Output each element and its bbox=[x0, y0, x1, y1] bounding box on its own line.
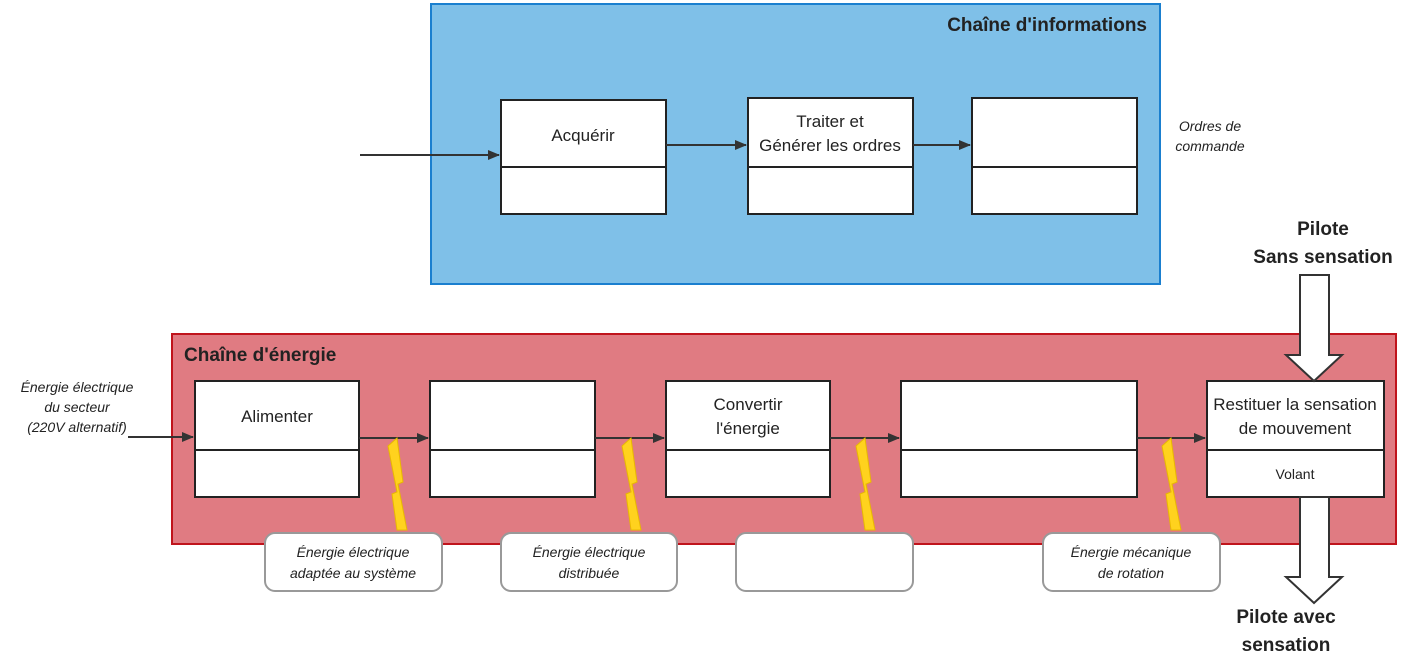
energy-bolt-icon-1 bbox=[387, 437, 408, 531]
energy-label-2-line2: distribuée bbox=[559, 565, 620, 581]
energy-label-1-line2: adaptée au système bbox=[290, 565, 416, 581]
energy-label-2-line1: Énergie électrique bbox=[533, 544, 646, 560]
energy-label-3 bbox=[735, 532, 914, 592]
energy-label-1-line1: Énergie électrique bbox=[297, 544, 410, 560]
energy-label-2: Énergie électrique distribuée bbox=[500, 532, 678, 592]
info-block-acquerir: Acquérir bbox=[500, 99, 667, 215]
info-block-traiter-line2: Générer les ordres bbox=[759, 136, 901, 155]
energy-block-2 bbox=[429, 380, 596, 498]
energy-label-4: Énergie mécanique de rotation bbox=[1042, 532, 1221, 592]
pilot-top-line2: Sans sensation bbox=[1253, 247, 1392, 268]
energy-block-restituer-sub: Volant bbox=[1276, 466, 1315, 482]
energy-block-restituer-line1: Restituer la sensation bbox=[1213, 395, 1376, 414]
info-block-acquerir-label: Acquérir bbox=[551, 126, 615, 145]
orders-label-line2: commande bbox=[1175, 138, 1244, 154]
energy-input-line1: Énergie électrique bbox=[21, 379, 134, 395]
pilot-input-arrow bbox=[1283, 274, 1345, 383]
pilot-bottom-line2: sensation bbox=[1242, 635, 1331, 656]
info-block-empty bbox=[971, 97, 1138, 215]
info-chain-title: Chaîne d'informations bbox=[947, 15, 1147, 36]
energy-block-alimenter-label: Alimenter bbox=[241, 407, 313, 426]
energy-label-1: Énergie électrique adaptée au système bbox=[264, 532, 443, 592]
info-block-traiter-line1: Traiter et bbox=[796, 112, 864, 131]
energy-block-restituer-line2: de mouvement bbox=[1239, 419, 1352, 438]
pilot-top-line1: Pilote bbox=[1297, 219, 1349, 240]
info-block-traiter: Traiter et Générer les ordres bbox=[747, 97, 914, 215]
energy-input-line2: du secteur bbox=[44, 399, 111, 415]
energy-bolt-icon-2 bbox=[621, 437, 642, 531]
pilot-bottom-line1: Pilote avec bbox=[1236, 607, 1336, 628]
energy-block-restituer: Restituer la sensation de mouvement Vola… bbox=[1206, 380, 1385, 498]
energy-block-convertir-line1: Convertir bbox=[714, 395, 783, 414]
orders-label-line1: Ordres de bbox=[1179, 118, 1241, 134]
energy-label-4-line2: de rotation bbox=[1098, 565, 1164, 581]
energy-bolt-icon-3 bbox=[855, 437, 876, 531]
energy-block-convertir-line2: l'énergie bbox=[716, 419, 780, 438]
energy-block-alimenter: Alimenter bbox=[194, 380, 360, 498]
energy-bolt-icon-4 bbox=[1161, 437, 1182, 531]
energy-block-4 bbox=[900, 380, 1138, 498]
pilot-output-arrow bbox=[1283, 496, 1345, 605]
energy-input-line3: (220V alternatif) bbox=[27, 419, 127, 435]
energy-block-convertir: Convertir l'énergie bbox=[665, 380, 831, 498]
energy-label-4-line1: Énergie mécanique bbox=[1071, 544, 1192, 560]
energy-chain-title: Chaîne d'énergie bbox=[184, 345, 336, 366]
